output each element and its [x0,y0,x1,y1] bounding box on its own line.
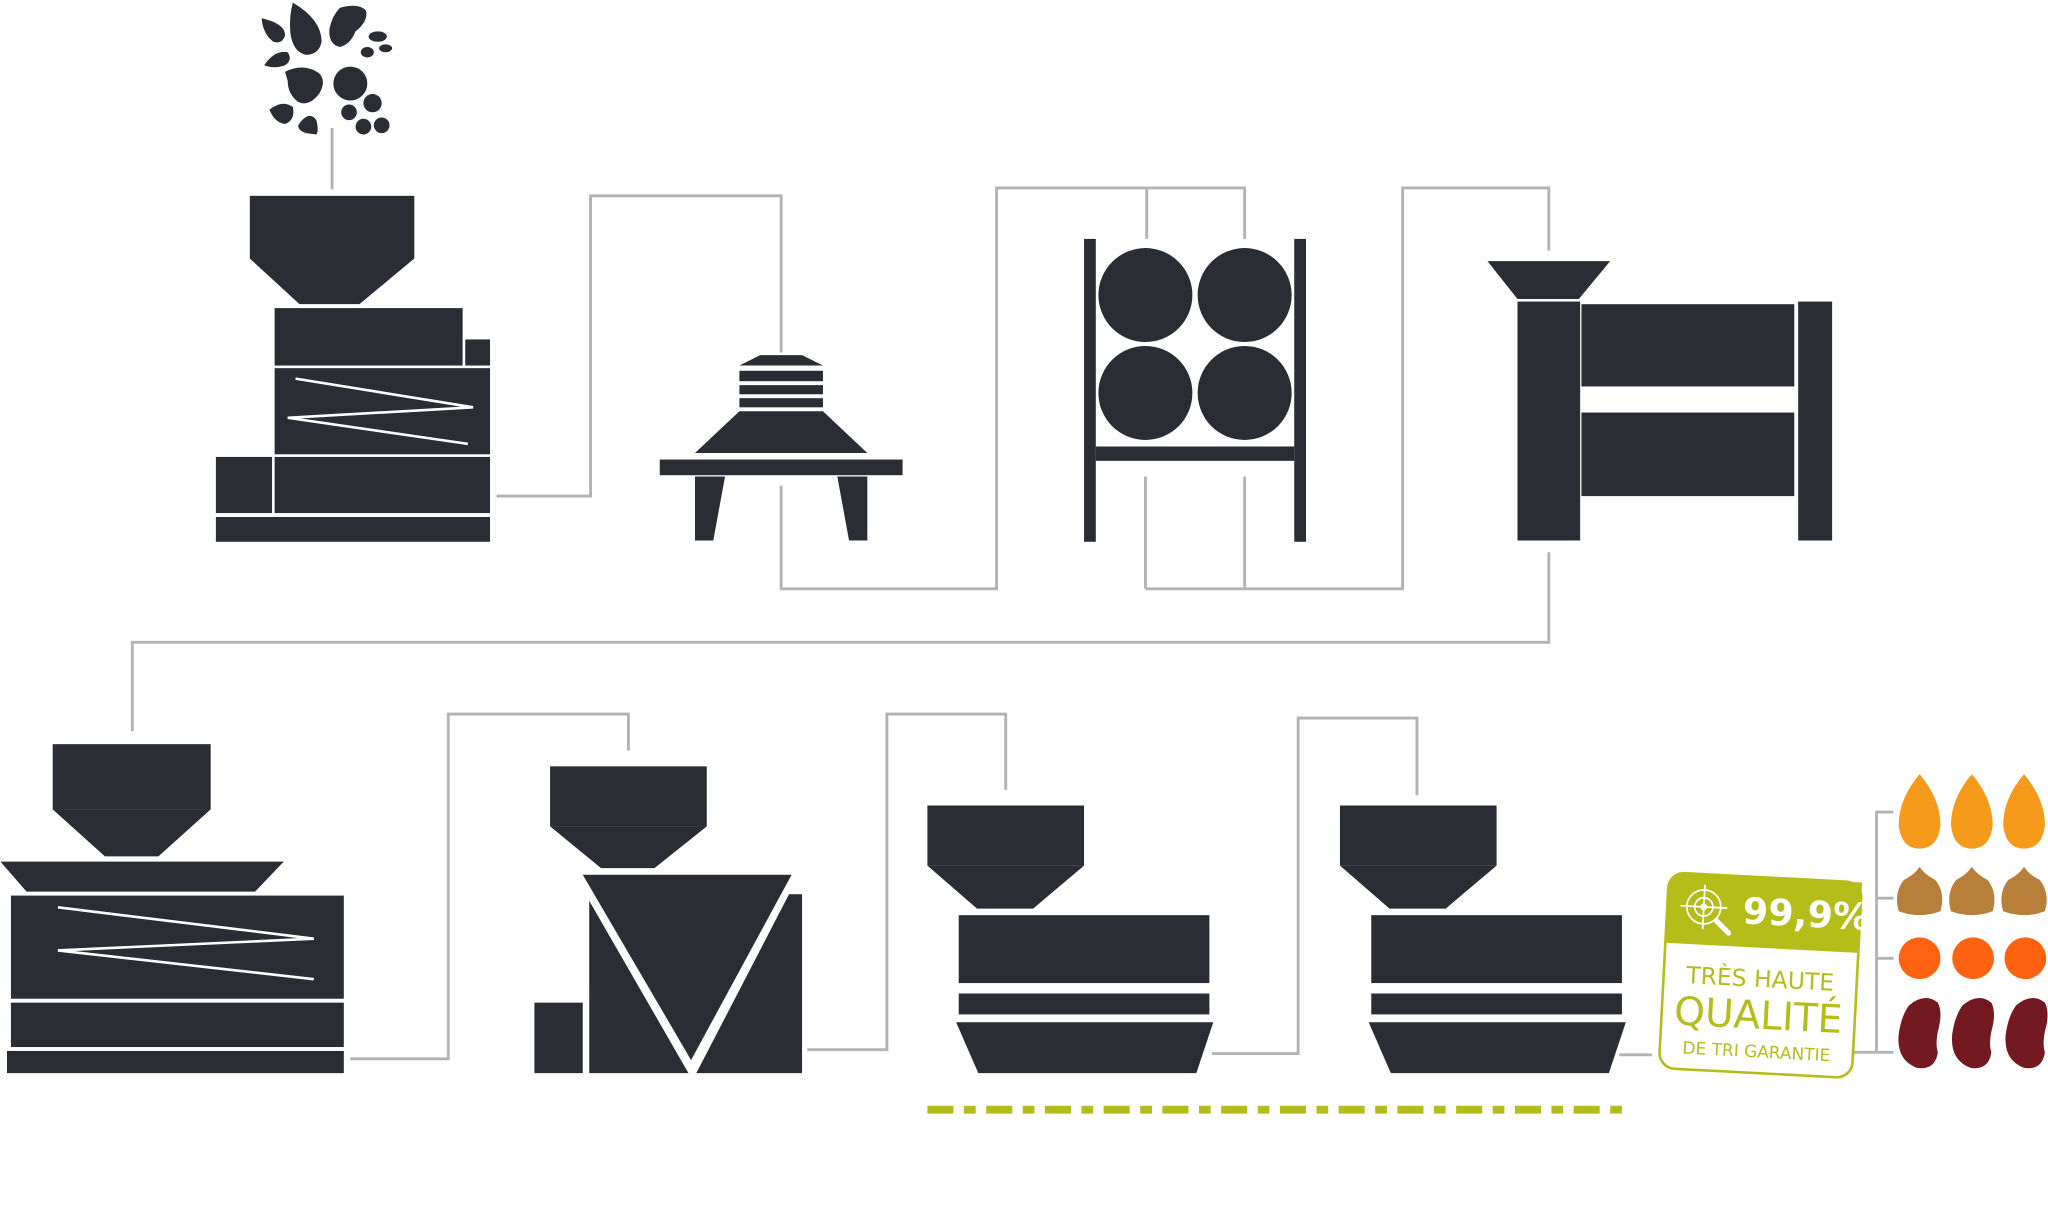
quality-badge: 99,9% TRÈS HAUTE QUALITÉ DE TRI GARANTIE [1658,871,1871,1079]
badge-line-2: QUALITÉ [1673,987,1844,1043]
raw-seeds-icon [261,2,393,135]
machine-drum-sorter [1487,261,1833,541]
badge-percent: 99,9% [1742,889,1871,939]
target-magnifier-icon [1680,884,1732,936]
sorted-beans-icon [1898,998,2048,1069]
machine-vibrating-table [659,355,903,541]
machine-huller [215,195,491,542]
machine-gravity-separator [534,766,803,1074]
machine-roller-calibrator [1084,238,1306,542]
sorted-lentils-icon [1898,937,2047,980]
machine-optical-sorter-1 [927,805,1214,1074]
machine-optical-sorter-2 [1339,805,1626,1074]
sorted-almonds-icon [1898,774,2045,849]
machine-sieve-separator [0,744,344,1074]
process-flow-lines [130,127,1894,1061]
sorted-hazelnuts-icon [1896,866,2047,916]
